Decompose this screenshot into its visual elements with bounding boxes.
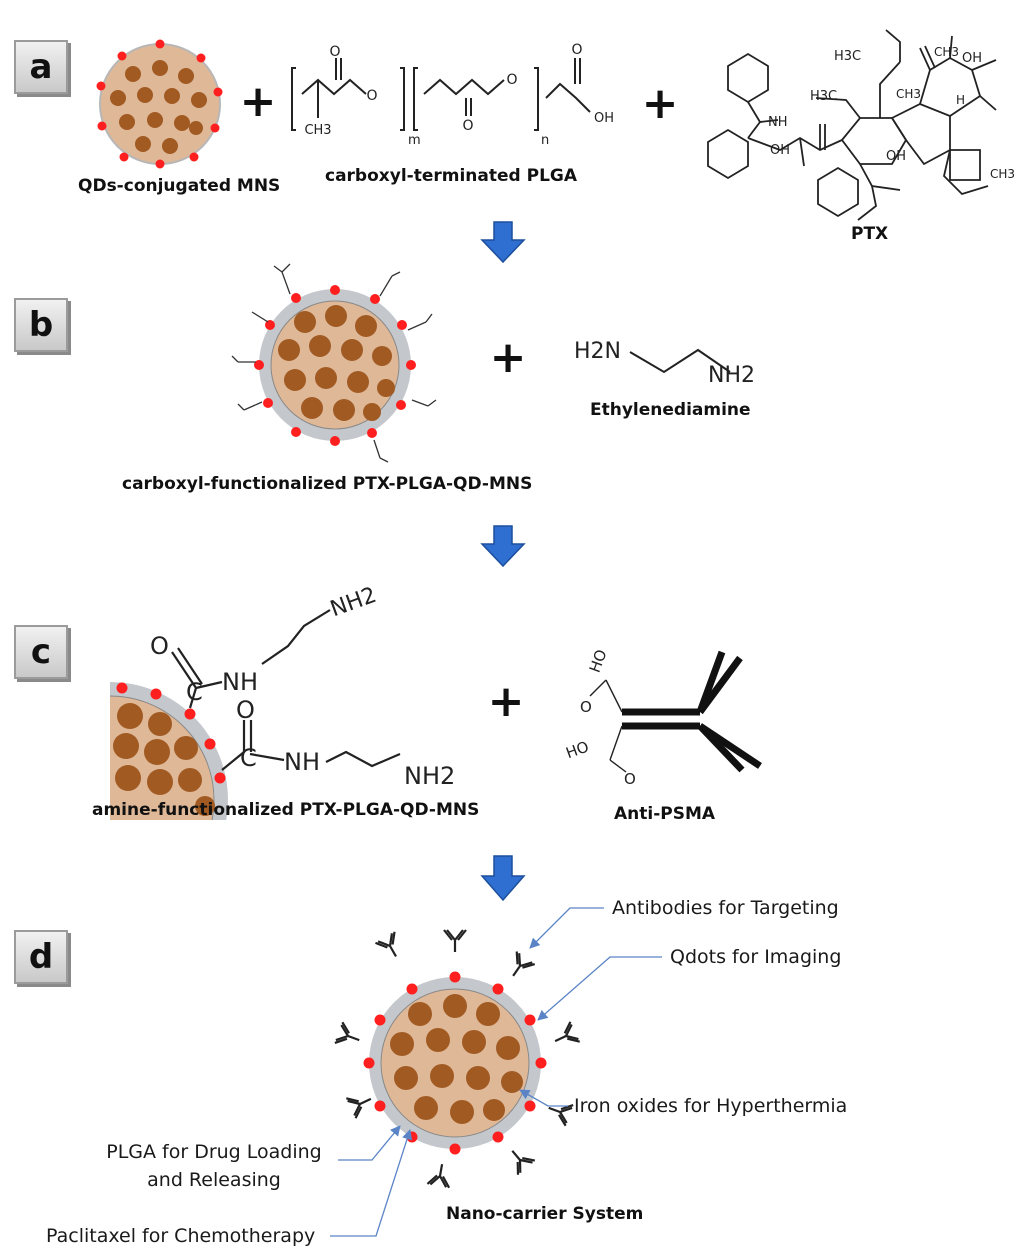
amine-functionalized-particle-label: amine-functionalized PTX-PLGA-QD-MNS xyxy=(92,800,480,820)
callout-iron-oxides-hyperthermia: Iron oxides for Hyperthermia xyxy=(574,1095,848,1117)
plus-sign: + xyxy=(490,332,527,383)
callout-plga-line-2: and Releasing xyxy=(147,1169,281,1191)
plga-carbonyl-o-2: O xyxy=(462,118,473,134)
antibody-ho-lower: HO xyxy=(563,737,591,762)
reaction-arrow-3 xyxy=(480,855,526,902)
plga-carbonyl-o-1: O xyxy=(329,44,340,60)
amide-nh-lower: NH xyxy=(284,748,320,776)
ptx-oh-right: OH xyxy=(962,51,982,66)
callout-plga-drug-loading: PLGA for Drug Loading and Releasing xyxy=(92,1138,336,1194)
nano-carrier-system-label: Nano-carrier System xyxy=(446,1204,644,1224)
carboxyl-functionalized-particle-label: carboxyl-functionalized PTX-PLGA-QD-MNS xyxy=(122,474,533,494)
ethylenediamine-structure xyxy=(629,348,731,374)
amide-c-lower: C xyxy=(240,744,257,772)
ptx-ch3-top: CH3 xyxy=(934,45,959,59)
amide-o-upper: O xyxy=(150,632,169,660)
callout-pointer-lines xyxy=(330,907,662,1237)
ethylenediamine-label: Ethylenediamine xyxy=(590,400,751,420)
plga-acid-o: O xyxy=(571,42,582,58)
antibody-o-upper: O xyxy=(580,698,592,716)
amine-nh2-upper: NH2 xyxy=(327,583,380,623)
nano-carrier-particle xyxy=(363,971,547,1155)
ptx-oh-bottom: OH xyxy=(886,149,906,164)
ptx-ch3-bottom: CH3 xyxy=(990,167,1015,181)
amide-c-upper: C xyxy=(186,678,203,706)
plus-sign: + xyxy=(642,78,679,129)
ptx-ch3-mid: CH3 xyxy=(896,87,921,101)
plga-subscript-n: n xyxy=(541,133,549,148)
reaction-arrow-2 xyxy=(480,525,526,568)
ethylenediamine-nh2: NH2 xyxy=(708,363,755,388)
ptx-h-label: H xyxy=(956,93,965,107)
antibody-carboxyl-groups xyxy=(589,679,627,773)
reaction-arrow-1 xyxy=(480,221,526,264)
surface-antibodies xyxy=(334,929,580,1189)
amine-functionalized-particle-partial xyxy=(110,682,228,820)
qdot-markers-c xyxy=(116,682,226,784)
ptx-structure xyxy=(707,29,997,221)
anti-psma-antibody xyxy=(622,650,762,773)
panel-label-c: c xyxy=(14,625,68,679)
plus-sign: + xyxy=(488,676,525,727)
plga-ch3-label: CH3 xyxy=(304,123,331,138)
qds-conjugated-mns-label: QDs-conjugated MNS xyxy=(78,176,281,196)
ptx-nh-label: NH xyxy=(768,115,788,130)
ptx-h3c-left: H3C xyxy=(810,89,837,104)
ptx-label: PTX xyxy=(851,224,889,244)
plga-oh-label: OH xyxy=(594,111,614,126)
panel-label-b: b xyxy=(14,298,68,352)
ethylenediamine-h2n: H2N xyxy=(574,339,621,364)
plga-structure xyxy=(291,58,591,131)
plga-ester-o-2: O xyxy=(506,72,517,88)
antibody-ho-upper: HO xyxy=(586,647,611,675)
amide-o-lower: O xyxy=(236,696,255,724)
callout-antibodies-targeting: Antibodies for Targeting xyxy=(612,897,839,919)
anti-psma-label: Anti-PSMA xyxy=(614,804,716,824)
callout-paclitaxel-chemotherapy: Paclitaxel for Chemotherapy xyxy=(46,1225,316,1247)
ptx-oh-left: OH xyxy=(770,143,790,158)
antibody-o-lower: O xyxy=(624,770,636,788)
carboxyl-terminated-plga-label: carboxyl-terminated PLGA xyxy=(325,166,578,186)
panel-label-a: a xyxy=(14,40,68,94)
plus-sign: + xyxy=(240,76,277,127)
plga-subscript-m: m xyxy=(408,133,421,148)
qds-conjugated-mns-sphere xyxy=(96,39,223,169)
ptx-h3c-top: H3C xyxy=(834,49,861,64)
amide-nh-upper: NH xyxy=(222,668,258,696)
callout-plga-line-1: PLGA for Drug Loading xyxy=(106,1141,322,1163)
panel-label-d: d xyxy=(14,930,68,984)
amine-nh2-lower: NH2 xyxy=(404,762,455,790)
amide-linkers xyxy=(171,609,401,771)
callout-qdots-imaging: Qdots for Imaging xyxy=(670,946,842,968)
plga-ester-o-1: O xyxy=(366,88,377,104)
carboxyl-functionalized-particle xyxy=(231,263,437,463)
